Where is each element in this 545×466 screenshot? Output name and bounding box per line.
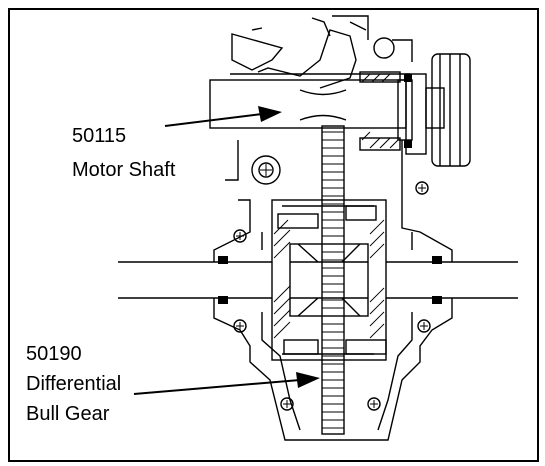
bull-gear-name-line2: Bull Gear [26,403,110,425]
motor-shaft-name: Motor Shaft [72,159,176,181]
axle-seals [218,74,442,304]
bearing-hatching [361,73,399,149]
bull-gear-part-number: 50190 [26,343,82,365]
shaft-bearing [359,53,471,167]
motor-housing [230,15,413,89]
motor-shaft-part-number: 50115 [72,125,127,147]
bull-gear-arrow [133,379,301,395]
bolt-holes [233,155,431,411]
motor-shaft-arrow [164,113,263,127]
bull-gear-name-line1: Differential [26,373,122,395]
bull-gear [321,125,345,435]
motor-shaft [209,79,407,129]
housing-inner-outline [261,232,413,431]
motor-shaft-arrowhead [258,106,282,122]
differential-case [271,199,387,361]
bull-gear-arrowhead [296,372,320,388]
bolt-cross-marks [236,164,428,408]
housing-outline [213,140,453,441]
axle-left [118,261,272,299]
axle-right [386,261,518,299]
case-hatching [273,219,385,339]
